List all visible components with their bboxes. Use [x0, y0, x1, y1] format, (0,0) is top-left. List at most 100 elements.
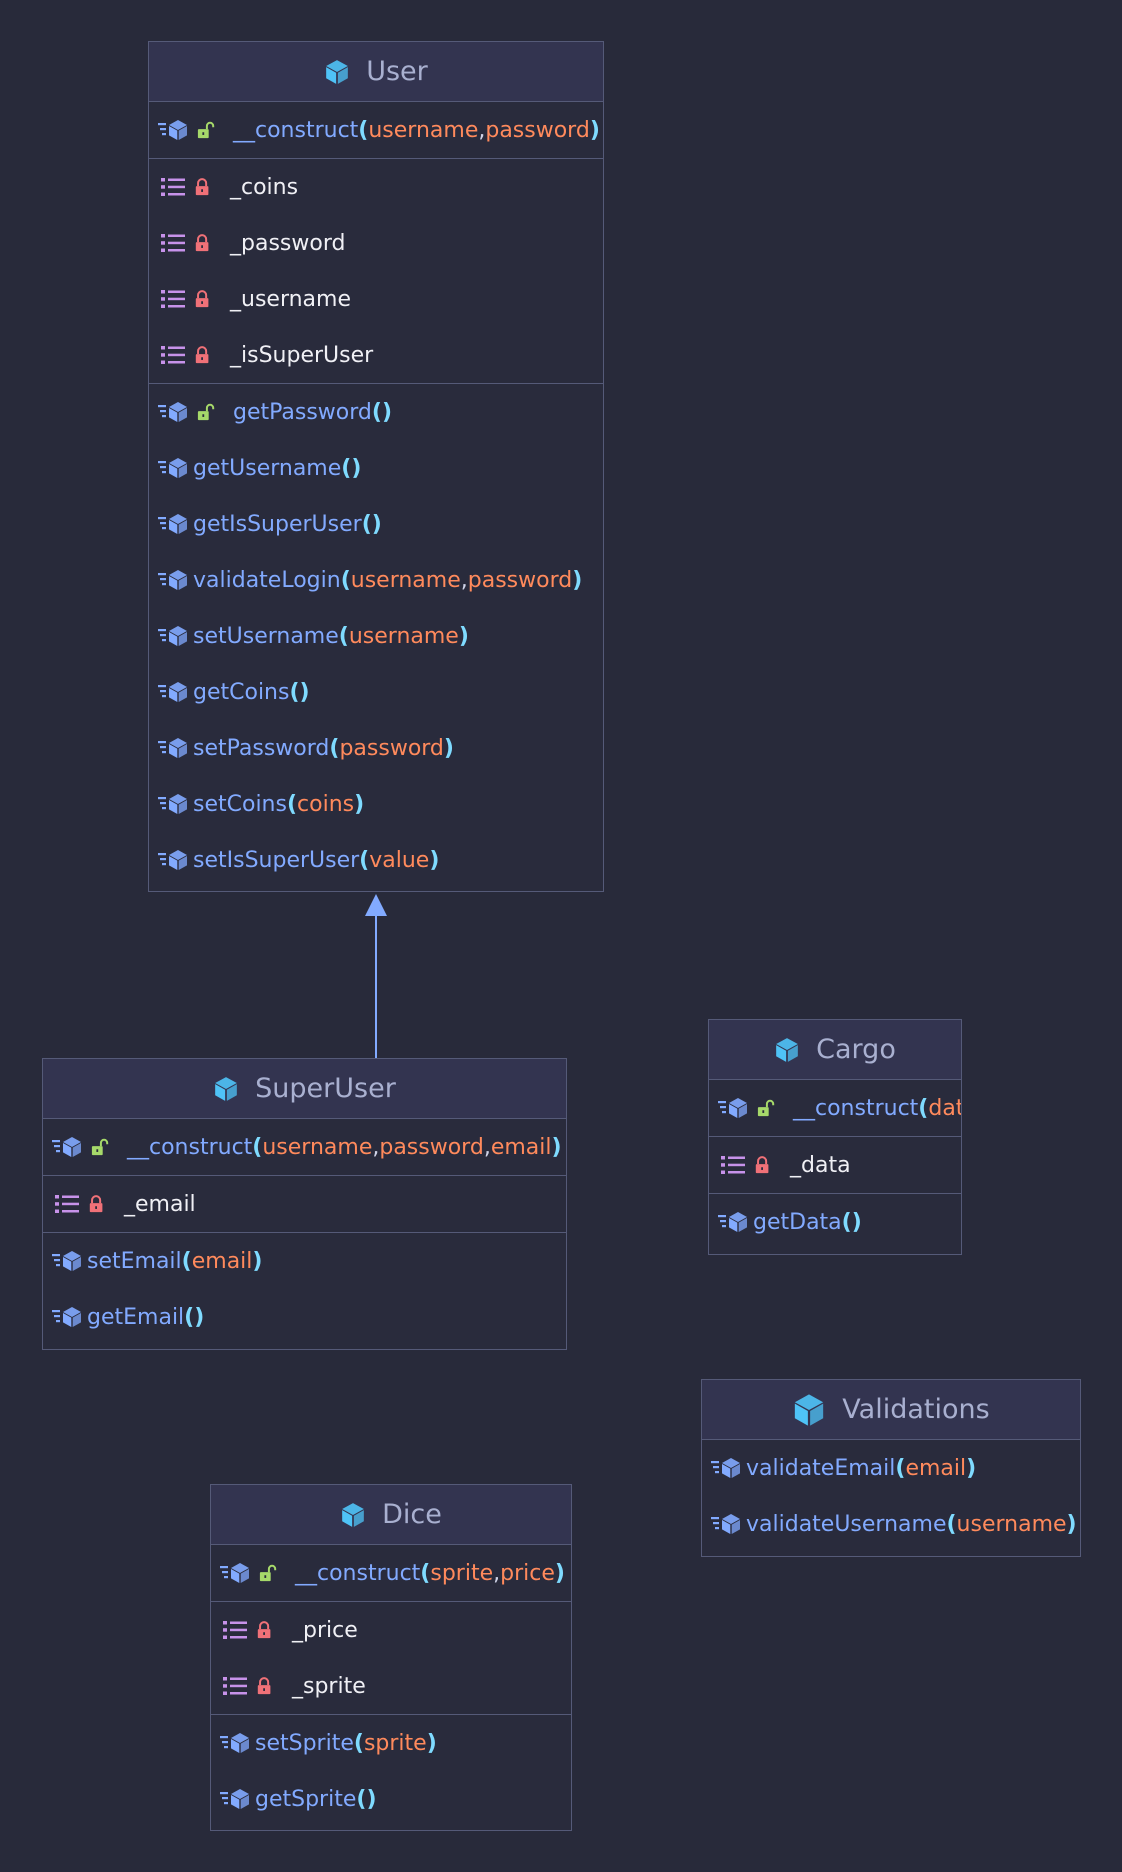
parameter: coins [297, 791, 355, 817]
method-row[interactable]: validateEmail(email) [702, 1440, 1080, 1496]
method-name: __construct [127, 1134, 253, 1160]
class-header: SuperUser [43, 1059, 566, 1119]
lock-icon [257, 1677, 271, 1695]
class-user[interactable]: User __construct(username, password) _co… [148, 41, 604, 892]
parameter: username [350, 567, 461, 593]
methods-section: validateEmail(email) validateUsername(us… [702, 1440, 1080, 1552]
method-name: validateUsername [746, 1511, 947, 1537]
parameter: password [339, 735, 444, 761]
field-row[interactable]: _password [149, 215, 603, 271]
class-name: Cargo [816, 1034, 896, 1065]
paren-open: ( [184, 1304, 195, 1330]
field-row[interactable]: _data [709, 1137, 961, 1193]
method-row[interactable]: getIsSuperUser() [149, 496, 603, 552]
inheritance-arrow [365, 894, 387, 1058]
parameter: price [500, 1560, 555, 1586]
class-name: Validations [842, 1394, 990, 1425]
method-row[interactable]: validateUsername(username) [702, 1496, 1080, 1552]
field-name: _isSuperUser [230, 342, 374, 368]
paren-open: ( [359, 847, 370, 873]
method-row[interactable]: getUsername() [149, 440, 603, 496]
lock-icon [195, 290, 209, 308]
paren-open: ( [895, 1455, 906, 1481]
method-icon [158, 626, 187, 646]
method-row[interactable]: setEmail(email) [43, 1233, 566, 1289]
field-name: _username [230, 286, 351, 312]
paren-close: ) [194, 1304, 205, 1330]
method-icon [158, 570, 187, 590]
method-name: validateLogin [193, 567, 341, 593]
method-icon [52, 1251, 81, 1271]
class-validations[interactable]: Validations validateEmail(email) validat… [701, 1379, 1081, 1557]
paren-close: ) [252, 1248, 263, 1274]
method-row[interactable]: __construct(username, password) [149, 102, 603, 158]
method-icon [52, 1137, 81, 1157]
method-row[interactable]: __construct(data) [709, 1080, 961, 1136]
field-list-icon [161, 346, 185, 364]
class-header: Dice [211, 1485, 571, 1545]
parameter: username [262, 1134, 373, 1160]
method-row[interactable]: getData() [709, 1194, 961, 1250]
method-name: setEmail [87, 1248, 182, 1274]
method-icon [158, 120, 187, 140]
constructor-section: __construct(data) [709, 1080, 961, 1137]
cube-icon [324, 59, 350, 85]
class-header: User [149, 42, 603, 102]
cube-icon [774, 1037, 800, 1063]
method-name: getIsSuperUser [193, 511, 362, 537]
method-row[interactable]: validateLogin(username, password) [149, 552, 603, 608]
lock-icon [195, 234, 209, 252]
paren-open: ( [340, 567, 351, 593]
class-superuser[interactable]: SuperUser __construct(username, password… [42, 1058, 567, 1350]
field-name: _sprite [292, 1673, 366, 1699]
method-name: getCoins [193, 679, 290, 705]
field-list-icon [223, 1677, 247, 1695]
paren-close: ) [371, 511, 382, 537]
method-row[interactable]: setCoins(coins) [149, 776, 603, 832]
field-row[interactable]: _price [211, 1602, 571, 1658]
field-list-icon [161, 234, 185, 252]
methods-section: setEmail(email) getEmail() [43, 1233, 566, 1345]
field-name: _email [124, 1191, 196, 1217]
method-row[interactable]: getSprite() [211, 1771, 571, 1827]
class-dice[interactable]: Dice __construct(sprite, price) _price _… [210, 1484, 572, 1831]
method-row[interactable]: setIsSuperUser(value) [149, 832, 603, 888]
class-cargo[interactable]: Cargo __construct(data) _data getData() [708, 1019, 962, 1255]
method-row[interactable]: __construct(sprite, price) [211, 1545, 571, 1601]
field-row[interactable]: _email [43, 1176, 566, 1232]
method-icon [718, 1212, 747, 1232]
method-row[interactable]: setPassword(password) [149, 720, 603, 776]
paren-close: ) [351, 455, 362, 481]
parameter: sprite [430, 1560, 494, 1586]
cube-icon [792, 1393, 826, 1427]
methods-section: setSprite(sprite) getSprite() [211, 1715, 571, 1827]
parameter: username [368, 117, 479, 143]
method-row[interactable]: __construct(username, password, email) [43, 1119, 566, 1175]
method-name: __construct [295, 1560, 421, 1586]
field-row[interactable]: _sprite [211, 1658, 571, 1714]
method-row[interactable]: getEmail() [43, 1289, 566, 1345]
field-row[interactable]: _username [149, 271, 603, 327]
method-icon [220, 1563, 249, 1583]
paren-close: ) [426, 1730, 437, 1756]
method-icon [158, 738, 187, 758]
method-row[interactable]: getPassword() [149, 384, 603, 440]
field-row[interactable]: _coins [149, 159, 603, 215]
method-name: validateEmail [746, 1455, 896, 1481]
paren-open: ( [946, 1511, 957, 1537]
method-row[interactable]: getCoins() [149, 664, 603, 720]
unlock-icon [91, 1138, 109, 1156]
paren-open: ( [338, 623, 349, 649]
method-icon [158, 850, 187, 870]
parameter: username [956, 1511, 1067, 1537]
unlock-icon [197, 121, 215, 139]
method-row[interactable]: setUsername(username) [149, 608, 603, 664]
field-row[interactable]: _isSuperUser [149, 327, 603, 383]
parameter: password [467, 567, 573, 593]
field-list-icon [161, 178, 185, 196]
method-row[interactable]: setSprite(sprite) [211, 1715, 571, 1771]
parameter: data [928, 1095, 961, 1121]
method-icon [158, 458, 187, 478]
paren-open: ( [181, 1248, 192, 1274]
paren-open: ( [252, 1134, 263, 1160]
